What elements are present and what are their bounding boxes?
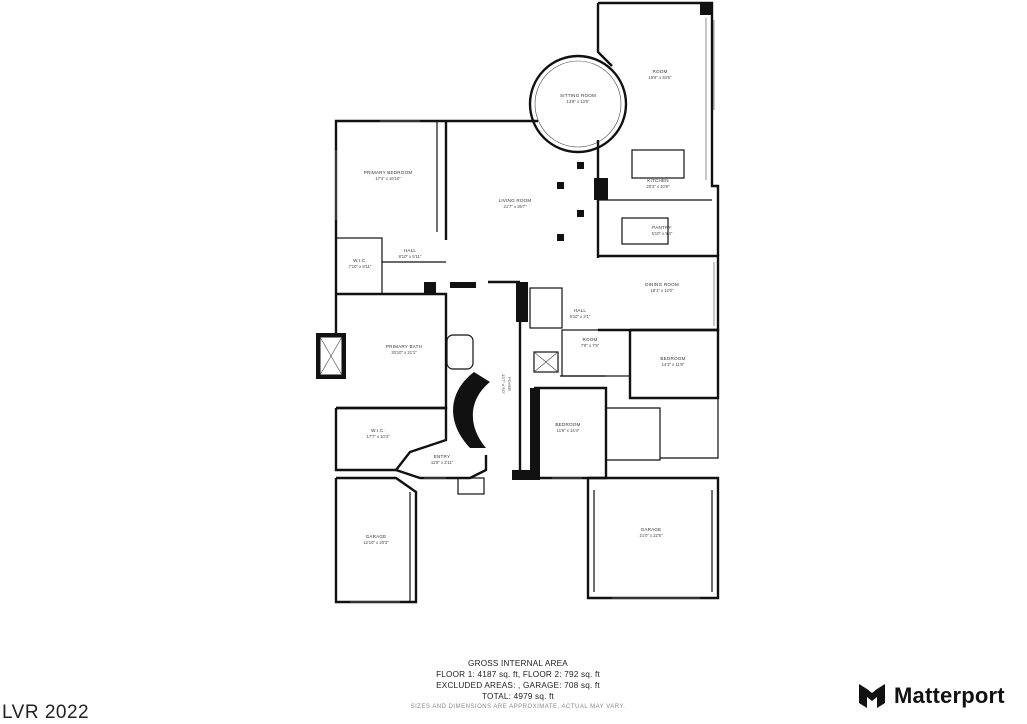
primary-bedroom-dims: 17'4" x 16'10": [375, 176, 401, 181]
windows: [335, 120, 700, 603]
lvr-watermark: LVR 2022: [2, 702, 90, 723]
garage-left-name: GARAGE: [366, 534, 387, 539]
garage-right-dims: 21'0" x 22'5": [640, 533, 663, 538]
walls: [316, 1, 720, 604]
hall-mid-name: HALL: [574, 308, 587, 313]
living-room-dims: 21'7" x 26'7": [504, 204, 527, 209]
bedroom-right-name: BEDROOM: [660, 356, 685, 361]
entry-dims: 11'9" x 2'11": [431, 460, 454, 465]
sitting-room-dims: 13'8" x 13'6": [567, 99, 590, 104]
bedroom-right-dims: 14'3" x 11'8": [662, 362, 685, 367]
living-room-name: LIVING ROOM: [499, 198, 532, 203]
wic-top-name: W.I.C.: [353, 258, 367, 263]
area-floors: FLOOR 1: 4187 sq. ft, FLOOR 2: 792 sq. f…: [436, 670, 600, 679]
room-labels: ROOM 19'6" x 34'6" SITTING ROOM 13'8" x …: [349, 69, 686, 545]
area-total: TOTAL: 4979 sq. ft: [481, 692, 554, 701]
dining-room-dims: 18'1" x 12'0": [651, 288, 674, 293]
room-dims: 19'6" x 34'6": [649, 75, 672, 80]
garage-right-name: GARAGE: [641, 527, 662, 532]
sitting-room-name: SITTING ROOM: [560, 93, 596, 98]
matterport-logo: Matterport: [858, 683, 1005, 709]
kitchen-dims: 20'3" x 10'9": [647, 184, 670, 189]
area-excluded: EXCLUDED AREAS: , GARAGE: 708 sq. ft: [436, 681, 600, 690]
floor-plan: ROOM 19'6" x 34'6" SITTING ROOM 13'8" x …: [316, 1, 720, 604]
matterport-logo-icon: [859, 684, 885, 708]
entry-name: ENTRY: [434, 454, 451, 459]
area-heading: GROSS INTERNAL AREA: [468, 659, 568, 668]
foyer-dims: 13'7" x 9'0": [501, 374, 506, 394]
wic-bottom-dims: 17'7" x 10'4": [367, 434, 390, 439]
bedroom-mid-name: BEDROOM: [555, 422, 580, 427]
room-small-name: ROOM: [582, 337, 597, 342]
primary-bath-dims: 20'10" x 21'1": [391, 350, 417, 355]
garage-left-dims: 12'10" x 20'3": [363, 540, 389, 545]
room-name: ROOM: [652, 69, 667, 74]
pantry-dims: 5'10" x 5'4": [652, 231, 673, 236]
room-small-dims: 7'8" x 7'5": [581, 343, 600, 348]
hall-top-name: HALL: [404, 248, 417, 253]
matterport-wordmark: Matterport: [894, 683, 1005, 708]
foyer-name: FOYER: [507, 377, 512, 391]
wic-top-dims: 7'10" x 8'11": [349, 264, 372, 269]
dining-room-name: DINING ROOM: [645, 282, 679, 287]
area-summary: GROSS INTERNAL AREA FLOOR 1: 4187 sq. ft…: [318, 658, 718, 713]
wic-bottom-name: W.I.C.: [371, 428, 385, 433]
primary-bedroom-name: PRIMARY BEDROOM: [364, 170, 413, 175]
hall-mid-dims: 5'10" x 3'1": [570, 314, 591, 319]
pantry-name: PANTRY: [652, 225, 671, 230]
bedroom-mid-dims: 11'6" x 14'4": [557, 428, 580, 433]
area-disclaimer: SIZES AND DIMENSIONS ARE APPROXIMATE, AC…: [410, 704, 626, 710]
primary-bath-name: PRIMARY BATH: [386, 344, 422, 349]
kitchen-name: KITCHEN: [647, 178, 669, 183]
hall-top-dims: 8'10" x 5'11": [399, 254, 422, 259]
